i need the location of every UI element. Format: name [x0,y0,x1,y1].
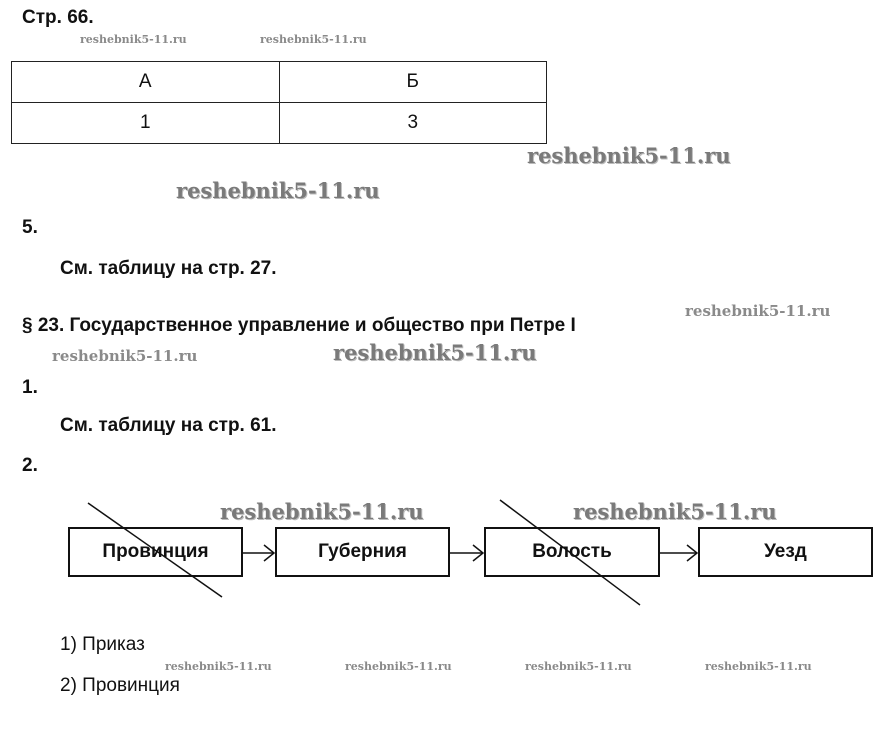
task-text: См. таблицу на стр. 61. [60,415,277,436]
watermark: reshebnik5-11.ru [176,178,380,203]
watermark: reshebnik5-11.ru [220,499,424,524]
watermark: reshebnik5-11.ru [525,660,632,673]
task-text: См. таблицу на стр. 27. [60,258,277,279]
table-row: 1 3 [11,102,547,144]
chain-box: Провинция [68,527,243,577]
watermark: reshebnik5-11.ru [527,143,731,168]
table-header-row: А Б [11,61,547,103]
answer-table: А Б 1 3 [11,61,547,144]
section-title: § 23. Государственное управление и общес… [22,315,576,336]
arrow-icon [450,544,485,562]
table-header-cell: А [11,61,280,103]
watermark: reshebnik5-11.ru [705,660,812,673]
watermark: reshebnik5-11.ru [345,660,452,673]
page-heading: Стр. 66. [22,7,94,28]
task-number: 2. [22,455,38,476]
chain-box: Волость [484,527,660,577]
watermark: reshebnik5-11.ru [52,347,198,365]
watermark: reshebnik5-11.ru [573,499,777,524]
watermark: reshebnik5-11.ru [80,33,187,46]
table-cell: 3 [278,102,547,144]
table-header-cell: Б [278,61,547,103]
arrow-icon [660,544,699,562]
watermark: reshebnik5-11.ru [165,660,272,673]
arrow-icon [243,544,276,562]
task-number: 5. [22,217,38,238]
answer-item: 1) Приказ [60,634,145,655]
watermark: reshebnik5-11.ru [260,33,367,46]
strike-line [499,499,641,606]
chain-box: Губерния [275,527,450,577]
answer-item: 2) Провинция [60,675,180,696]
watermark: reshebnik5-11.ru [685,302,831,320]
chain-box: Уезд [698,527,873,577]
watermark: reshebnik5-11.ru [333,340,537,365]
task-number: 1. [22,377,38,398]
strike-line [87,502,223,598]
